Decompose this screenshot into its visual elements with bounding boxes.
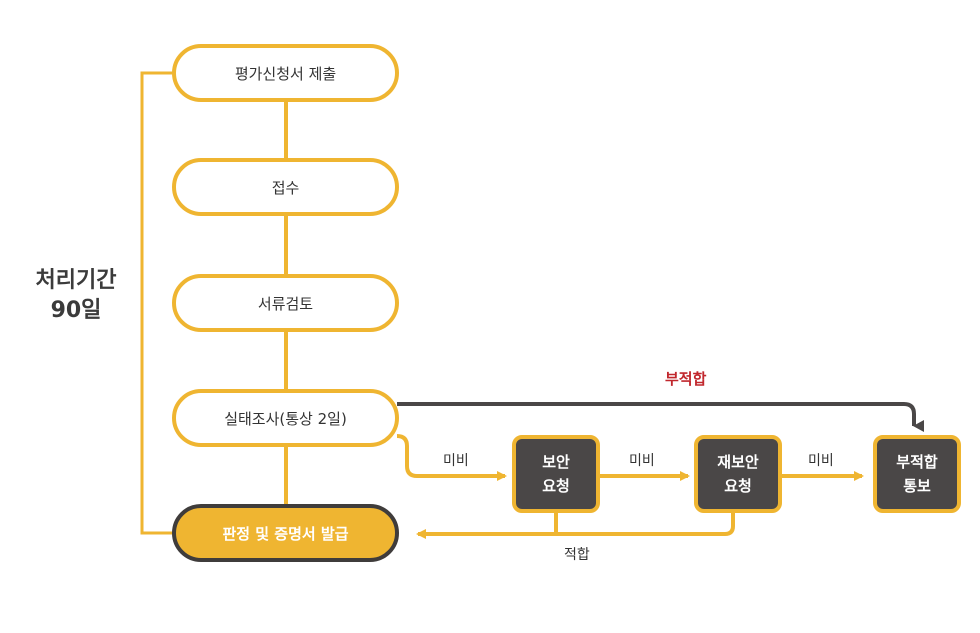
processing-period-title: 처리기간 <box>35 268 117 293</box>
box-resupplement-request: 재보안 요청 <box>694 435 782 513</box>
box-unfit-notice: 부적합 통보 <box>873 435 961 513</box>
box-supplement-line1: 보안 <box>542 453 570 471</box>
processing-period-bracket <box>140 71 176 535</box>
label-unfit: 부적합 <box>665 370 707 388</box>
arrow-survey-to-unfit <box>397 402 924 432</box>
label-fit: 적합 <box>564 547 590 563</box>
step-document-review: 서류검토 <box>172 274 399 332</box>
arrow-fit-return <box>418 512 735 534</box>
processing-period-label: 처리기간 90일 <box>16 266 136 326</box>
step-decision: 판정 및 증명서 발급 <box>172 504 399 562</box>
box-supplement-request: 보안 요청 <box>512 435 600 513</box>
box-unfit-line1: 부적합 <box>896 453 938 471</box>
processing-period-days: 90일 <box>50 298 102 323</box>
step-submit: 평가신청서 제출 <box>172 44 399 102</box>
label-deficient-2: 미비 <box>629 453 655 469</box>
label-deficient-3: 미비 <box>808 453 834 469</box>
label-deficient-1: 미비 <box>443 453 469 469</box>
arrow-survey-to-supplement <box>396 434 507 481</box>
box-unfit-line2: 통보 <box>903 477 931 495</box>
box-resupplement-line2: 요청 <box>724 477 752 495</box>
box-resupplement-line1: 재보안 <box>717 453 759 471</box>
step-receipt: 접수 <box>172 158 399 216</box>
box-supplement-line2: 요청 <box>542 477 570 495</box>
step-site-survey: 실태조사(통상 2일) <box>172 389 399 447</box>
